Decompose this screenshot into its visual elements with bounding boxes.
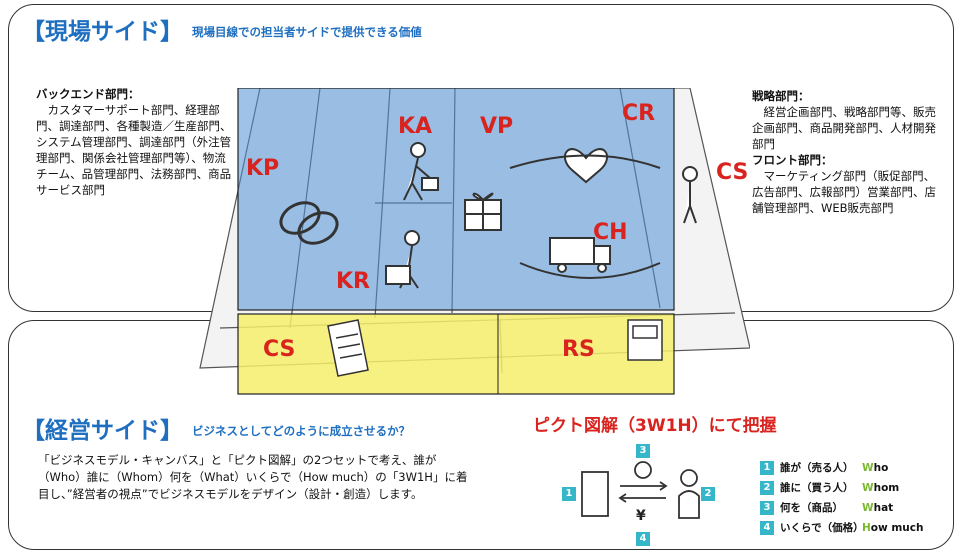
- worker-icon: [403, 142, 439, 201]
- pict-title: ピクト図解（3W1H）にて把握: [533, 416, 777, 436]
- business-model-canvas-illustration: [199, 88, 750, 395]
- exchange-arrows-icon: [618, 481, 668, 503]
- truck-icon: [549, 237, 611, 273]
- label-cs-right: CS: [716, 160, 749, 185]
- label-vp: VP: [480, 114, 514, 139]
- strategy-front-text: 戦略部門： 経営企画部門、戦略部門等、販売企画部門、商品開発部門、人材開発部門 …: [752, 88, 942, 216]
- rings-icon: [279, 201, 339, 245]
- label-ka: KA: [398, 114, 433, 139]
- label-rs: RS: [562, 337, 595, 362]
- seller-box-icon: [581, 471, 609, 517]
- label-cr: CR: [622, 101, 656, 126]
- label-kr: KR: [336, 269, 370, 294]
- strategy-heading: 戦略部門：: [752, 89, 810, 103]
- backend-body: カスタマーサポート部門、経理部門、調達部門、各種製造／生産部門、システム管理部門…: [36, 103, 232, 197]
- bottom-title: 【経営サイド】: [22, 418, 183, 444]
- yen-symbol: ¥: [636, 508, 646, 524]
- label-kp: KP: [246, 156, 280, 181]
- pict-num-1: 1: [562, 487, 576, 501]
- resource-worker-icon: [385, 230, 420, 289]
- backend-dept-text: バックエンド部門： カスタマーサポート部門、経理部門、調達部門、各種製造／生産部…: [36, 86, 232, 198]
- yellow-overlay: [237, 313, 675, 395]
- label-cs-bottom: CS: [263, 337, 296, 362]
- label-ch: CH: [593, 220, 628, 245]
- pictogram-diagram: [581, 461, 700, 519]
- pict-num-2: 2: [701, 487, 715, 501]
- top-title: 【現場サイド】: [22, 19, 183, 45]
- strategy-body: 経営企画部門、戦略部門等、販売企画部門、商品開発部門、人材開発部門: [752, 105, 936, 151]
- cash-register-icon: [627, 319, 663, 361]
- bottom-paragraph: 「ビジネスモデル・キャンバス」と「ピクト図解」の2つセットで考え、誰が（Who）…: [38, 453, 468, 501]
- heart-icon: [563, 148, 609, 184]
- pict-num-3: 3: [636, 444, 650, 458]
- product-circle-icon: [634, 461, 652, 479]
- top-subtitle: 現場目線での担当者サイドで提供できる価値: [192, 25, 422, 39]
- pict-num-4: 4: [636, 532, 650, 546]
- customer-icon: [682, 166, 698, 224]
- front-heading: フロント部門：: [752, 153, 833, 167]
- backend-heading: バックエンド部門：: [36, 87, 140, 101]
- gift-box-icon: [464, 192, 502, 231]
- buyer-person-icon: [678, 469, 700, 519]
- document-icon: [327, 319, 369, 377]
- blue-overlay: [237, 88, 675, 311]
- front-body: マーケティング部門（販促部門、広告部門、広報部門）営業部門、店舗管理部門、WEB…: [752, 169, 936, 215]
- bottom-subtitle: ビジネスとしてどのように成立させるか？: [192, 424, 411, 438]
